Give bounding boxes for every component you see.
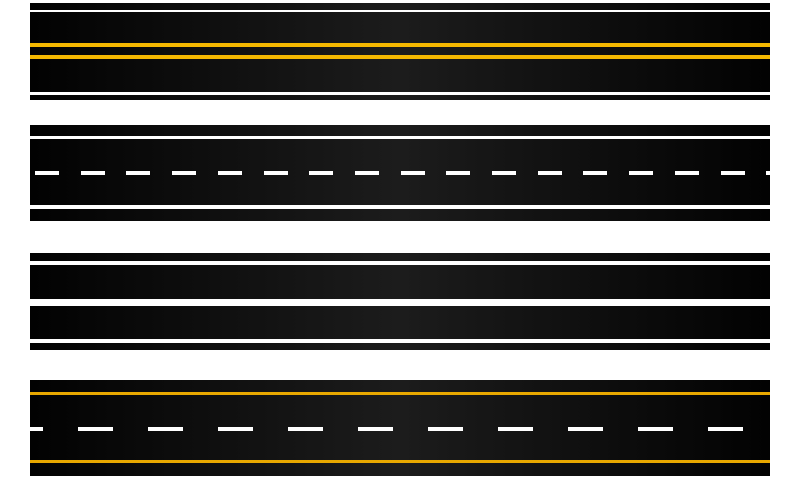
center-dashes — [30, 427, 770, 431]
edge-line-bottom — [30, 205, 770, 207]
road-divided — [30, 253, 770, 350]
lane-dash — [638, 427, 673, 431]
lane-dash — [766, 171, 770, 175]
edge-line-top — [30, 136, 770, 138]
lane-dash — [354, 171, 379, 175]
shoulder-bottom — [30, 343, 770, 350]
shoulder-top — [30, 3, 770, 10]
lane-dash — [35, 171, 59, 175]
lane-dash — [537, 171, 562, 175]
lane-dash — [148, 427, 183, 431]
yellow-center-line-1 — [30, 43, 770, 47]
lane-dash — [708, 427, 743, 431]
lane-dash — [568, 427, 603, 431]
asphalt-lane-2 — [30, 306, 770, 339]
lane-dash — [126, 171, 151, 175]
lane-dash — [629, 171, 654, 175]
lane-dash — [172, 171, 197, 175]
lane-dash — [80, 171, 105, 175]
edge-line-bottom — [30, 92, 770, 94]
lane-dash — [288, 427, 323, 431]
lane-dash — [358, 427, 393, 431]
edge-line-top — [30, 262, 770, 264]
lane-dash — [218, 427, 253, 431]
center-dashes — [30, 171, 770, 175]
lane-dash — [309, 171, 334, 175]
lane-dash — [400, 171, 425, 175]
lane-dash — [674, 171, 699, 175]
lane-dash — [30, 427, 43, 431]
shoulder-bottom — [30, 209, 770, 221]
lane-dash — [583, 171, 608, 175]
road-double-yellow — [30, 3, 770, 100]
road-dashed-white — [30, 125, 770, 221]
lane-dash — [498, 427, 533, 431]
yellow-edge-line-bottom — [30, 460, 770, 463]
lane-dash — [720, 171, 745, 175]
lane-dash — [217, 171, 242, 175]
edge-line-top — [30, 10, 770, 12]
lane-dash — [428, 427, 463, 431]
yellow-center-line-2 — [30, 55, 770, 59]
lane-dash — [263, 171, 288, 175]
shoulder-top — [30, 253, 770, 261]
asphalt-lane-1 — [30, 265, 770, 299]
shoulder-bottom — [30, 95, 770, 100]
road-dashed-yellow-edges — [30, 380, 770, 476]
shoulder-top — [30, 125, 770, 136]
asphalt — [30, 12, 770, 92]
yellow-edge-line-top — [30, 392, 770, 395]
lane-dash — [78, 427, 113, 431]
edge-line-bottom — [30, 340, 770, 342]
lane-dash — [492, 171, 516, 175]
lane-dash — [446, 171, 471, 175]
